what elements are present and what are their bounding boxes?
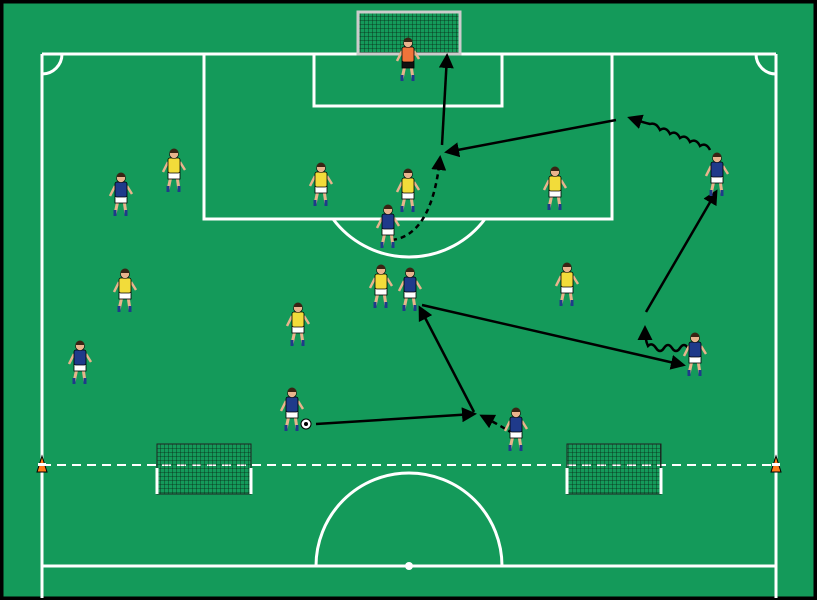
- soccer-ball-icon: [300, 418, 312, 430]
- movement-arrows: [315, 53, 718, 440]
- solid-arrow-icon: [418, 305, 476, 413]
- player-blue-icon: [397, 267, 423, 311]
- player-blue-icon: [67, 340, 93, 384]
- player-yellow-icon: [161, 148, 187, 192]
- solid-arrow-icon: [444, 118, 617, 158]
- cone-icon: [36, 454, 48, 473]
- player-blue-icon: [108, 172, 134, 216]
- players-layer: [67, 37, 730, 451]
- player-yellow-icon: [285, 302, 311, 346]
- player-blue-icon: [704, 152, 730, 196]
- solid-arrow-icon: [438, 53, 454, 146]
- player-yellow-icon: [395, 168, 421, 212]
- corner-arc-left: [41, 53, 64, 76]
- player-blue-icon: [503, 407, 529, 451]
- corner-arc-right: [754, 53, 777, 76]
- solid-arrow-icon: [644, 189, 718, 313]
- player-yellow-icon: [554, 262, 580, 306]
- small-goal-left: [155, 443, 253, 495]
- penalty-arc: [331, 218, 487, 259]
- goalkeeper-icon: [395, 37, 421, 81]
- player-yellow-icon: [542, 166, 568, 210]
- solid-arrow-icon: [421, 303, 686, 370]
- cone-icon: [770, 454, 782, 473]
- player-blue-icon: [682, 332, 708, 376]
- player-blue-icon: [375, 204, 401, 248]
- player-yellow-icon: [308, 162, 334, 206]
- dashed-arrow-icon: [391, 155, 447, 242]
- player-yellow-icon: [368, 264, 394, 308]
- player-blue-icon: [279, 387, 305, 431]
- wavy-arrow-icon: [627, 114, 712, 151]
- solid-arrow-icon: [315, 407, 477, 426]
- small-goal-right: [565, 443, 663, 495]
- center-circle: [314, 471, 504, 567]
- player-yellow-icon: [112, 268, 138, 312]
- wavy-arrow-icon: [637, 325, 690, 353]
- center-spot: [405, 562, 413, 570]
